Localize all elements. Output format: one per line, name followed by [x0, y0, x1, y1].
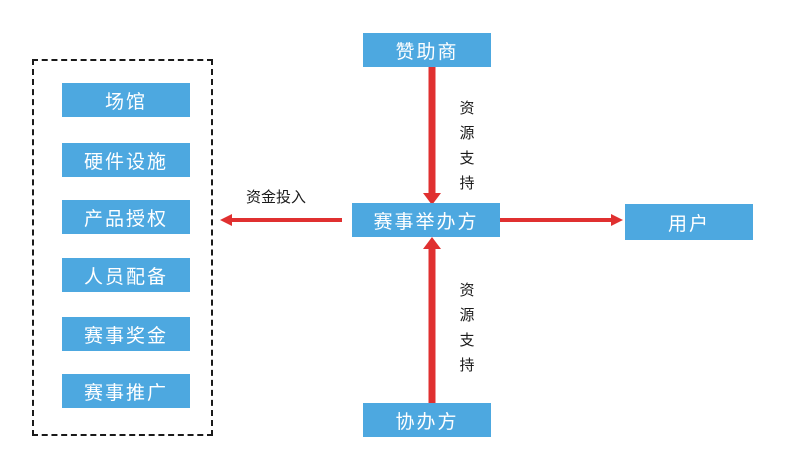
arrowhead-organizer-to-user — [611, 214, 623, 226]
item-hardware: 硬件设施 — [62, 143, 190, 177]
node-sponsor: 赞助商 — [363, 33, 491, 67]
item-venue: 场馆 — [62, 83, 190, 117]
label-co-organizer-support: 资源支持 — [459, 281, 475, 374]
item-staffing: 人员配备 — [62, 258, 190, 292]
label-funding-input: 资金投入 — [246, 188, 307, 206]
item-prize-money: 赛事奖金 — [62, 317, 190, 351]
arrowhead-organizer-to-group — [220, 214, 232, 226]
item-licensing: 产品授权 — [62, 200, 190, 234]
node-user: 用户 — [625, 204, 753, 240]
arrowhead-sponsor-to-organizer — [423, 193, 441, 205]
resource-group — [32, 59, 213, 436]
node-organizer: 赛事举办方 — [352, 203, 500, 237]
item-promotion: 赛事推广 — [62, 374, 190, 408]
label-sponsor-support: 资源支持 — [459, 99, 475, 192]
arrowhead-co-organizer-to-organizer — [423, 237, 441, 249]
node-co-organizer: 协办方 — [363, 403, 491, 437]
